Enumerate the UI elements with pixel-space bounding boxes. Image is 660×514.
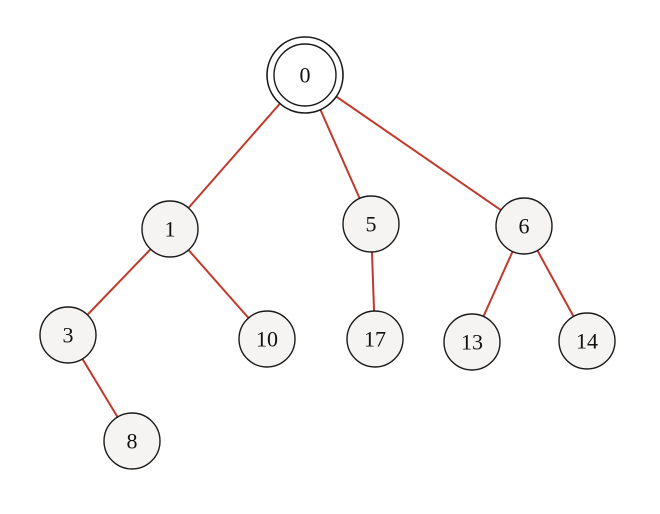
node-label-14: 14 (576, 329, 598, 354)
node-label-6: 6 (519, 214, 530, 239)
node-circle-1 (141, 200, 199, 258)
node-0: 0 (266, 36, 344, 114)
node-3: 3 (39, 306, 97, 364)
node-circle-17 (346, 310, 404, 368)
root-inner-ring (273, 43, 337, 107)
node-circle-10 (238, 310, 296, 368)
node-circle-13 (443, 313, 501, 371)
node-10: 10 (238, 310, 296, 368)
node-label-8: 8 (127, 429, 138, 454)
node-circle-8 (103, 412, 161, 470)
node-1: 1 (141, 200, 199, 258)
node-circle-14 (558, 312, 616, 370)
nodes-layer: 0 1 5 6 3 10 17 13 14 8 (39, 36, 616, 470)
node-17: 17 (346, 310, 404, 368)
node-label-1: 1 (165, 217, 176, 242)
node-circle-5 (342, 195, 400, 253)
node-8: 8 (103, 412, 161, 470)
node-label-17: 17 (364, 327, 386, 352)
node-14: 14 (558, 312, 616, 370)
node-label-0: 0 (300, 63, 311, 88)
edge-0-6 (304, 74, 525, 227)
node-label-13: 13 (461, 330, 483, 355)
edges-layer (67, 74, 588, 442)
node-6: 6 (495, 197, 553, 255)
node-label-5: 5 (366, 212, 377, 237)
node-label-3: 3 (63, 323, 74, 348)
node-5: 5 (342, 195, 400, 253)
node-13: 13 (443, 313, 501, 371)
node-circle-6 (495, 197, 553, 255)
node-circle-3 (39, 306, 97, 364)
node-label-10: 10 (256, 327, 278, 352)
